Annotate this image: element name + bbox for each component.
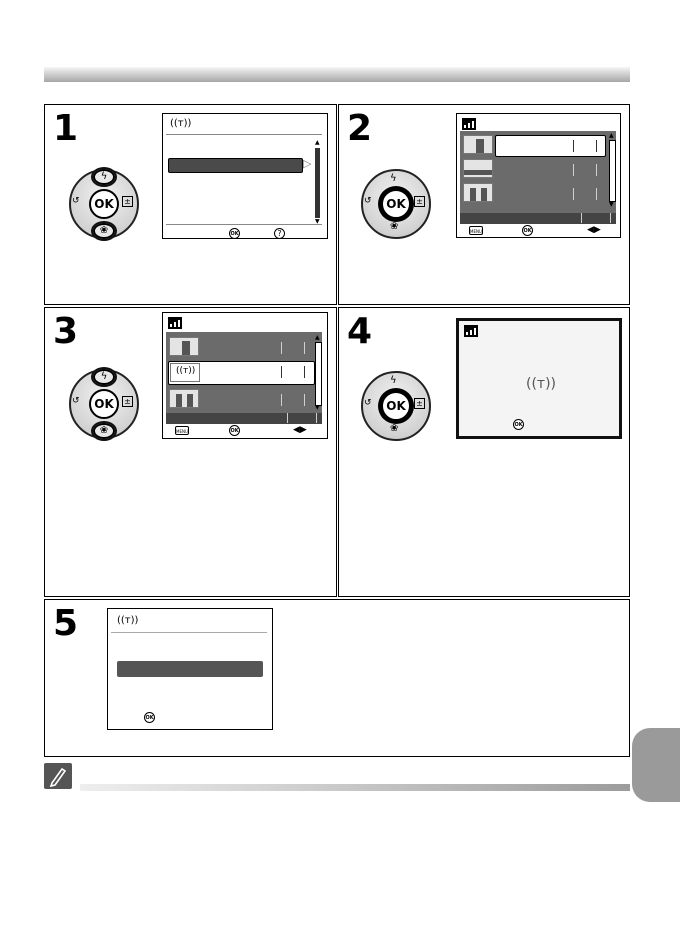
camera-screen: ▲ ▼ MENU OK ◀▶ — [456, 113, 621, 238]
step-number: 2 — [347, 108, 373, 149]
macro-icon: ❀ — [390, 423, 399, 434]
camera-screen: ((ᴛ)) ▷ ▲ ▼ OK ? — [162, 113, 328, 239]
status-strip — [460, 213, 616, 224]
exposure-comp-icon: ± — [414, 398, 425, 409]
camera-screen: ((ᴛ)) OK — [107, 608, 273, 730]
step-2-panel: 2 ϟ ❀ ↺ ± OK ▲ ▼ MENU OK ◀▶ — [338, 104, 630, 305]
multi-selector: ϟ ❀ ↺ ± OK — [69, 167, 139, 241]
step-4-panel: 4 ϟ ❀ ↺ ± OK ((ᴛ)) OK — [338, 307, 630, 597]
note-pencil-icon — [44, 763, 72, 789]
section-header-bar — [44, 67, 630, 82]
self-timer-icon: ↺ — [364, 196, 372, 206]
wireless-icon: ((ᴛ)) — [170, 118, 192, 129]
count-bracket — [281, 342, 305, 354]
macro-icon: ❀ — [390, 221, 399, 232]
camera-screen: ((ᴛ)) ▲ ▼ MENU OK ◀▶ — [162, 312, 328, 439]
divider — [111, 632, 267, 633]
step-number: 1 — [53, 108, 79, 149]
ok-button: OK — [381, 189, 411, 219]
step-number: 4 — [347, 311, 373, 352]
menu-icon: MENU — [175, 426, 189, 435]
note-divider-bar — [80, 784, 630, 791]
pointer-right-icon: ▷ — [303, 157, 312, 170]
wireless-icon: ((ᴛ)) — [117, 615, 139, 626]
self-timer-icon: ↺ — [72, 396, 80, 406]
thumbnail-image — [169, 389, 199, 408]
camera-screen: ((ᴛ)) OK — [456, 318, 622, 439]
divider — [166, 134, 322, 135]
scroll-down-icon: ▼ — [315, 218, 320, 225]
menu-highlight-bar — [117, 661, 263, 677]
menu-highlight-bar — [168, 158, 303, 173]
ok-icon: OK — [144, 712, 155, 723]
help-icon: ? — [274, 228, 285, 239]
total-bracket — [287, 413, 317, 423]
multi-selector: ϟ ❀ ↺ ± OK — [361, 371, 431, 441]
count-bracket — [281, 366, 305, 378]
flash-icon: ϟ — [390, 173, 397, 184]
step-number: 5 — [53, 603, 79, 644]
list-highlight-bar — [495, 135, 606, 157]
left-right-arrows-icon: ◀▶ — [293, 425, 307, 435]
macro-down-button-icon: ❀ — [91, 421, 117, 441]
thumbnail-image — [169, 337, 199, 356]
wireless-transfer-icon: ((ᴛ)) — [526, 376, 557, 392]
signal-strength-icon — [168, 317, 182, 329]
thumbnail-image — [463, 159, 493, 178]
signal-strength-icon — [464, 325, 478, 337]
thumbnail-image — [463, 135, 493, 154]
scroll-down-icon: ▼ — [609, 201, 614, 208]
multi-selector: ϟ ❀ ↺ ± OK — [69, 367, 139, 441]
self-timer-icon: ↺ — [364, 398, 372, 408]
thumbnail-image-selected: ((ᴛ)) — [170, 363, 200, 382]
step-3-panel: 3 ϟ ❀ ↺ ± OK ((ᴛ)) ▲ ▼ MENU OK ◀▶ — [44, 307, 337, 597]
scroll-down-icon: ▼ — [315, 404, 320, 411]
chapter-side-tab — [632, 728, 680, 802]
macro-down-button-icon: ❀ — [91, 221, 117, 241]
exposure-comp-icon: ± — [122, 396, 133, 407]
scrollbar — [315, 148, 320, 218]
scrollbar — [609, 140, 616, 202]
scrollbar — [315, 342, 322, 406]
scroll-up-icon: ▲ — [315, 139, 320, 146]
ok-button: OK — [89, 189, 119, 219]
ok-icon: OK — [229, 228, 240, 239]
menu-icon: MENU — [469, 226, 483, 235]
flash-up-button-icon: ϟ — [91, 167, 117, 187]
ok-icon: OK — [522, 225, 533, 236]
ok-button: OK — [89, 389, 119, 419]
thumbnail-image — [463, 183, 493, 202]
multi-selector: ϟ ❀ ↺ ± OK — [361, 169, 431, 239]
count-bracket — [573, 188, 597, 200]
count-bracket — [281, 394, 305, 406]
scroll-up-icon: ▲ — [315, 334, 320, 341]
divider — [166, 224, 322, 225]
ok-icon: OK — [513, 419, 524, 430]
left-right-arrows-icon: ◀▶ — [587, 225, 601, 235]
ok-icon: OK — [229, 425, 240, 436]
count-bracket — [573, 164, 597, 176]
flash-icon: ϟ — [390, 375, 397, 386]
note-header — [44, 763, 634, 793]
step-number: 3 — [53, 311, 79, 352]
ok-button: OK — [381, 391, 411, 421]
exposure-comp-icon: ± — [414, 196, 425, 207]
flash-up-button-icon: ϟ — [91, 367, 117, 387]
signal-strength-icon — [462, 118, 476, 130]
exposure-comp-icon: ± — [122, 196, 133, 207]
step-5-panel: 5 ((ᴛ)) OK — [44, 599, 630, 757]
status-strip — [166, 413, 322, 424]
self-timer-icon: ↺ — [72, 196, 80, 206]
count-bracket — [573, 140, 597, 152]
step-1-panel: 1 ϟ ❀ ↺ ± OK ((ᴛ)) ▷ ▲ ▼ OK ? — [44, 104, 337, 305]
total-bracket — [581, 213, 611, 223]
scroll-up-icon: ▲ — [609, 132, 614, 139]
